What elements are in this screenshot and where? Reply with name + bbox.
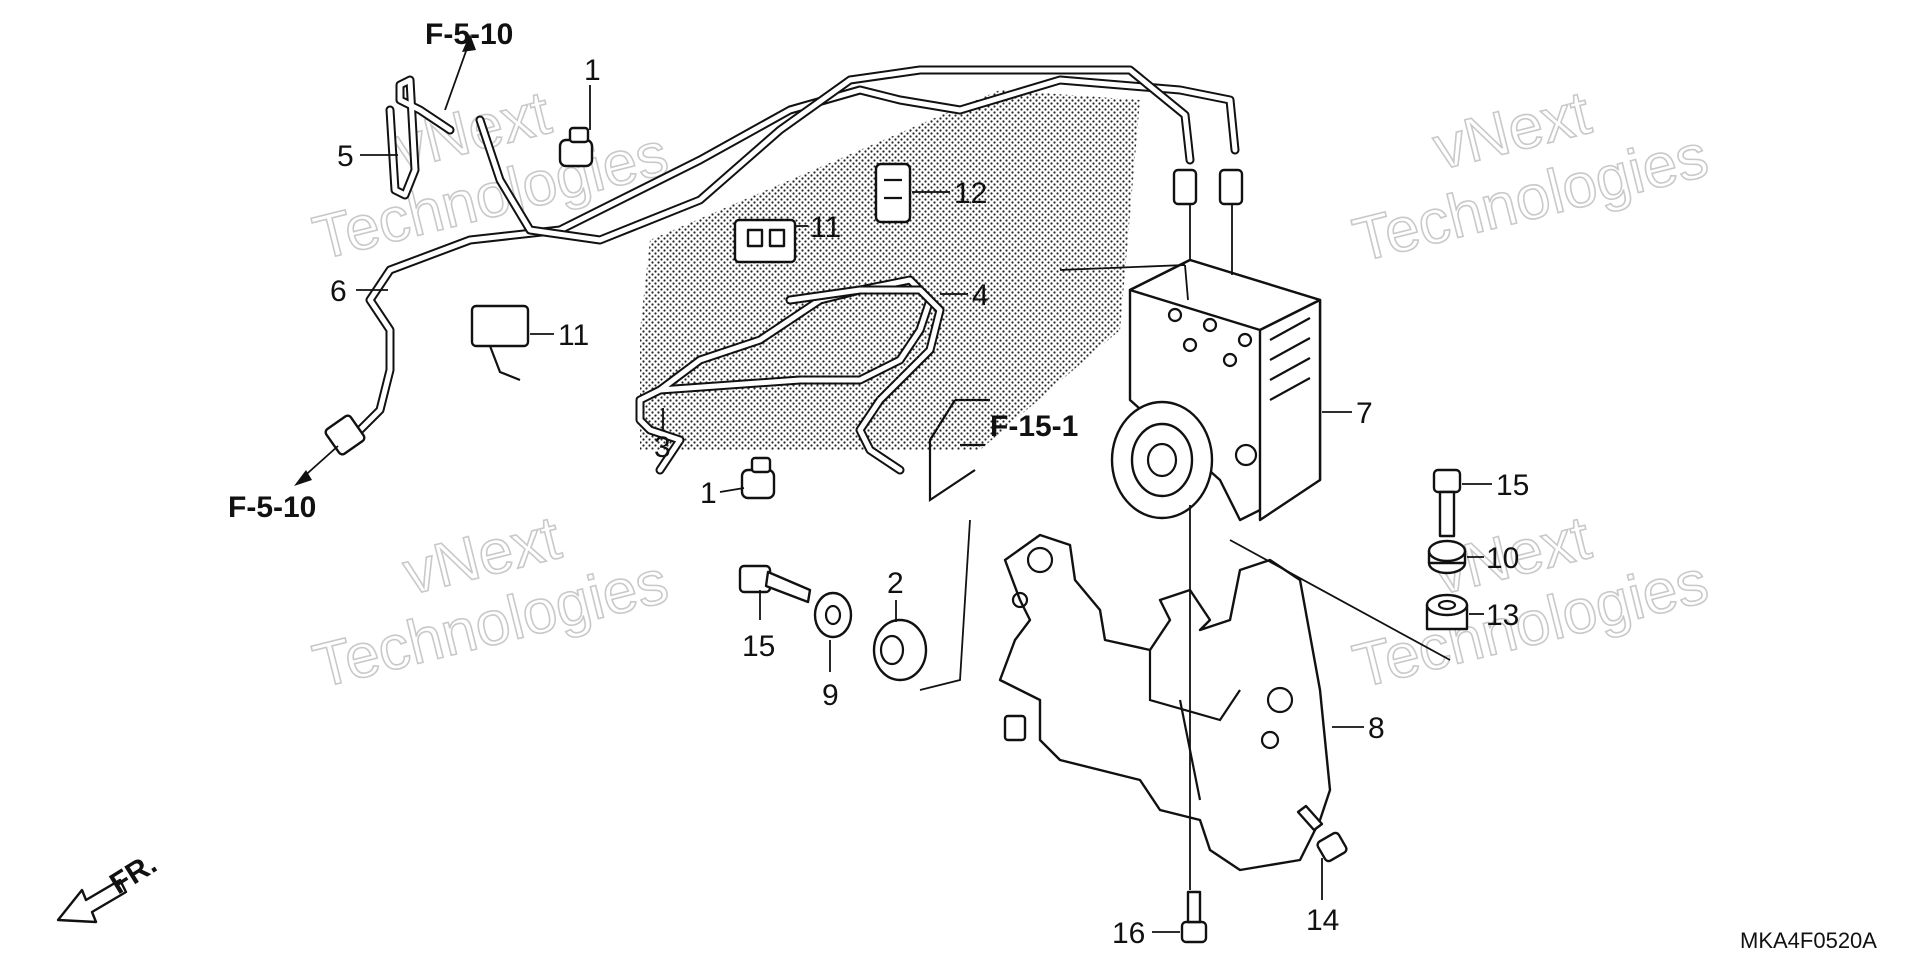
- brake-pipe-3: [635, 275, 935, 475]
- reference-f-5-10-top: F-5-10: [425, 18, 513, 51]
- callout-2: 2: [887, 567, 904, 600]
- brake-pipe-main: [475, 65, 1195, 245]
- grommet-2: [872, 618, 928, 682]
- callout-15b: 15: [1496, 469, 1529, 502]
- pipe-fitting-a: [1172, 168, 1198, 206]
- guide-grommet-bracket: [919, 519, 971, 691]
- abs-modulator-unit: [1110, 258, 1322, 522]
- diagram-code: MKA4F0520A: [1740, 928, 1877, 953]
- callout-11b: 11: [558, 319, 589, 352]
- pipe-clamp-1-top: [558, 126, 594, 168]
- watermark-left-top: vNext Technologies: [306, 77, 675, 274]
- pipe-clamp-1-bottom: [740, 456, 776, 500]
- reference-bracket-f15: [928, 398, 990, 503]
- arrowhead-f510-top: [462, 34, 476, 52]
- callout-13: 13: [1486, 599, 1519, 632]
- callout-16: 16: [1112, 917, 1145, 950]
- pipe-fitting-b: [1218, 168, 1244, 206]
- bolt-15-left: [738, 564, 812, 604]
- pipe-clip-12: [874, 162, 912, 224]
- callout-1b: 1: [700, 477, 717, 510]
- bolt-15-right: [1432, 468, 1462, 538]
- callout-9: 9: [822, 679, 839, 712]
- guide-abs-to-grommet-13: [1229, 539, 1451, 661]
- arrow-to-f510-top: [444, 39, 471, 111]
- callout-1a: 1: [584, 54, 601, 87]
- pipe-clip-11-upper: [733, 218, 797, 264]
- callout-5: 5: [337, 140, 354, 173]
- callout-15a: 15: [742, 630, 775, 663]
- callout-6: 6: [330, 275, 347, 308]
- arrowhead-f510-bottom: [294, 470, 312, 486]
- reference-f-5-10-bottom: F-5-10: [228, 491, 316, 524]
- watermark-right-bottom: vNext Technologies: [1346, 502, 1715, 702]
- bolt-14: [1296, 804, 1348, 863]
- callout-11a: 11: [810, 211, 841, 244]
- frame-shading: [640, 90, 1140, 450]
- callout-4: 4: [972, 279, 989, 312]
- leader-1b: [719, 487, 745, 493]
- bolt-16: [1180, 890, 1208, 944]
- abs-mounting-bracket: [998, 533, 1332, 872]
- callout-10: 10: [1486, 542, 1519, 575]
- watermark-right-top: vNext Technologies: [1346, 77, 1715, 276]
- reference-f-15-1: F-15-1: [990, 410, 1078, 443]
- collar-10: [1427, 539, 1467, 575]
- guide-abs-top: [1059, 264, 1189, 301]
- callout-7: 7: [1356, 397, 1373, 430]
- brake-pipe-6: [345, 75, 1240, 445]
- callout-12: 12: [954, 177, 987, 210]
- grommet-13: [1425, 593, 1469, 631]
- watermark-left-bottom: vNext Technologies: [306, 502, 675, 702]
- guide-pipes-to-abs: [1189, 205, 1233, 275]
- pipe-flare-nut: [324, 414, 366, 456]
- callout-8: 8: [1368, 712, 1385, 745]
- callout-3: 3: [654, 431, 671, 464]
- brake-hose-5: [385, 75, 455, 200]
- pipe-clip-11-lower: [470, 304, 530, 382]
- front-direction-arrow-icon: [56, 878, 128, 924]
- callout-14: 14: [1306, 904, 1339, 937]
- collar-9: [813, 591, 853, 639]
- brake-pipe-4: [785, 285, 945, 475]
